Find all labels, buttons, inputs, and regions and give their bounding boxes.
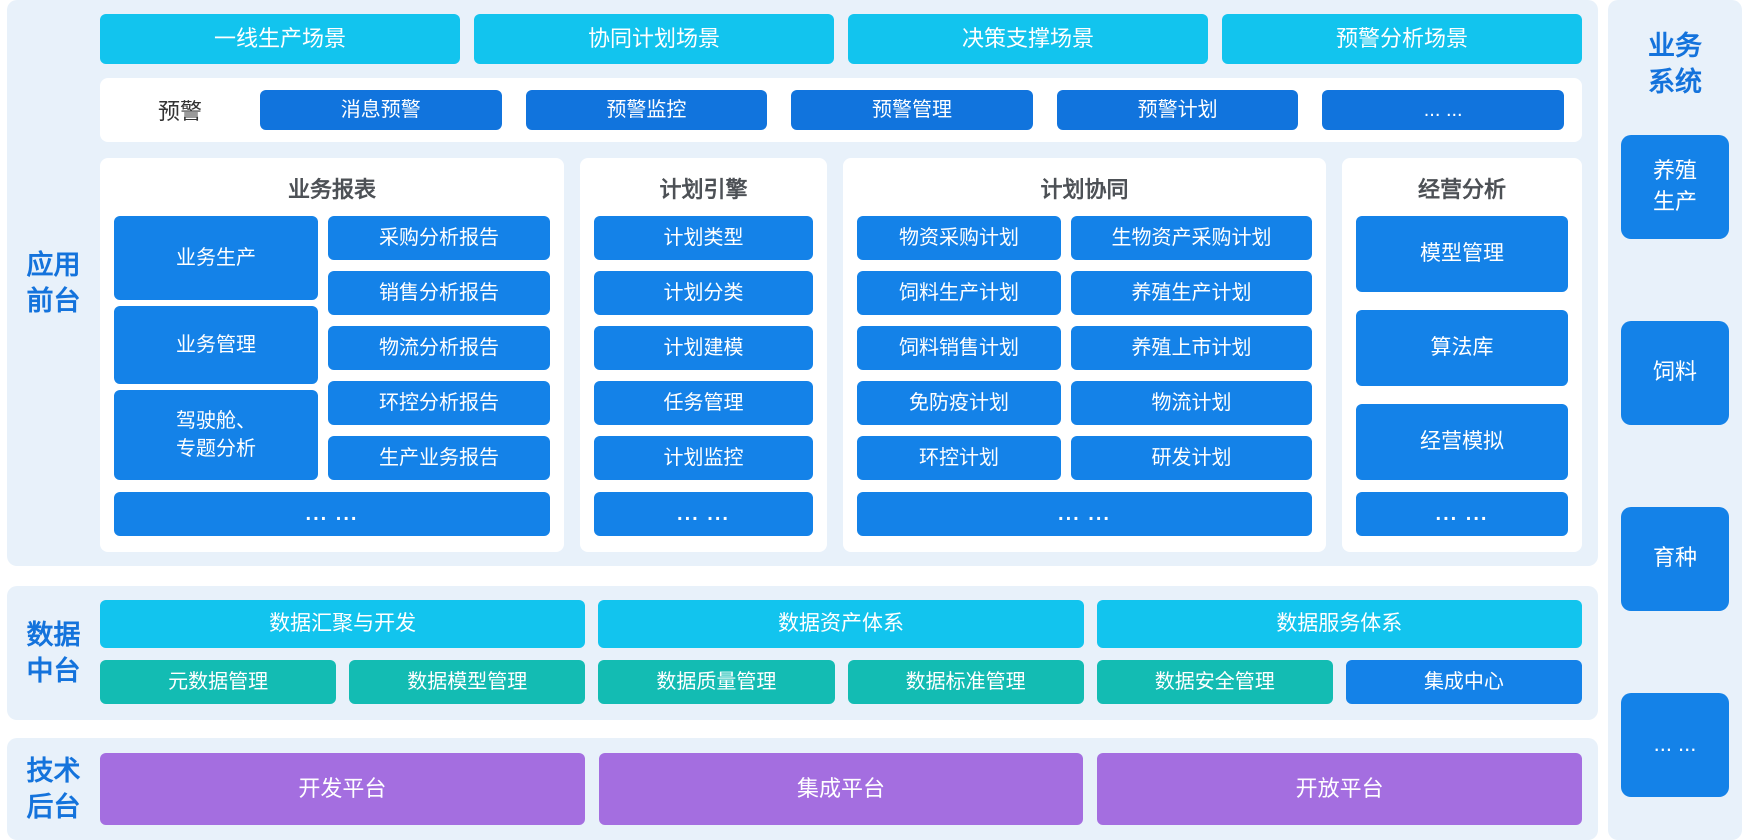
collab-plan-button[interactable]: 饲料销售计划 [857,326,1061,370]
report-module-button[interactable]: 驾驶舱、 专题分析 [114,390,318,480]
panel-business-analysis: 经营分析 模型管理算法库经营模拟 ... ... [1342,158,1582,552]
data-system-button[interactable]: 数据服务体系 [1096,600,1582,648]
warning-item-button[interactable]: ... ... [1322,90,1564,130]
data-governance-button[interactable]: 数据标准管理 [847,660,1084,704]
collab-plan-button[interactable]: 饲料生产计划 [857,271,1061,315]
engine-item-button[interactable]: 任务管理 [594,381,813,425]
panel-plan-engine: 计划引擎 计划类型计划分类计划建模任务管理计划监控 ... ... [580,158,827,552]
business-system-button[interactable]: 育种 [1621,506,1729,611]
tech-platform-button[interactable]: 开发平台 [100,753,585,825]
collab-plan-button[interactable]: 物流计划 [1071,381,1312,425]
data-governance-button[interactable]: 数据安全管理 [1096,660,1333,704]
report-module-button[interactable]: 业务管理 [114,306,318,384]
data-system-button[interactable]: 数据汇聚与开发 [100,600,586,648]
panel-title: 计划引擎 [659,177,748,202]
warning-item-button[interactable]: 预警管理 [791,90,1033,130]
data-platform-label-text: 数据中台 [26,619,81,686]
panel-title: 计划协同 [1040,177,1129,202]
warning-panel: 预警 消息预警预警监控预警管理预警计划 ... ... [100,78,1582,142]
scenario-row: 一线生产场景协同计划场景决策支撑场景预警分析场景 [100,14,1582,64]
collab-columns: 物资采购计划饲料生产计划饲料销售计划免防疫计划环控计划 生物资产采购计划养殖生产… [857,216,1312,480]
tech-backend-band-label: 技术后台 [7,738,100,840]
business-systems-label: 业务系统 [1648,31,1702,98]
warning-label: 预警 [157,99,202,124]
panel-business-reports: 业务报表 业务生产业务管理驾驶舱、 专题分析 采购分析报告销售分析报告物流分析报… [100,158,564,552]
scenario-button[interactable]: 决策支撑场景 [848,14,1208,64]
scenario-button[interactable]: 协同计划场景 [474,14,834,64]
section-tech-backend: 技术后台 开发平台集成平台开放平台 [7,738,1598,840]
panel-title: 经营分析 [1417,177,1506,202]
scenario-button[interactable]: 预警分析场景 [1222,14,1582,64]
collab-plan-button[interactable]: 生物资产采购计划 [1071,216,1312,260]
collab-left-column: 物资采购计划饲料生产计划饲料销售计划免防疫计划环控计划 [857,216,1061,480]
report-item-button[interactable]: 环控分析报告 [328,381,550,425]
business-system-button[interactable]: ... ... [1621,692,1729,797]
data-governance-button[interactable]: 数据模型管理 [349,660,586,704]
data-governance-row: 元数据管理数据模型管理数据质量管理数据标准管理数据安全管理集成中心 [100,660,1583,704]
tech-backend-content: 开发平台集成平台开放平台 [100,738,1598,840]
sidebar-business-systems: 业务系统 养殖 生产饲料育种 ... ... [1608,0,1742,840]
data-systems-row: 数据汇聚与开发数据资产体系数据服务体系 [100,600,1582,648]
integration-center-button[interactable]: 集成中心 [1345,660,1583,704]
engine-items: 计划类型计划分类计划建模任务管理计划监控 [594,216,813,480]
tech-platform-button[interactable]: 开放平台 [1097,753,1583,825]
data-governance-button[interactable]: 数据质量管理 [598,660,835,704]
analysis-items: 模型管理算法库经营模拟 [1356,216,1568,480]
collab-plan-button[interactable]: 研发计划 [1071,436,1312,480]
app-front-content: 一线生产场景协同计划场景决策支撑场景预警分析场景 预警 消息预警预警监控预警管理… [100,0,1598,566]
data-platform-band-label: 数据中台 [7,586,100,720]
report-item-button[interactable]: 销售分析报告 [328,271,550,315]
data-governance-button[interactable]: 元数据管理 [100,660,337,704]
engine-item-button[interactable]: 计划类型 [594,216,813,260]
main-column: 应用前台 一线生产场景协同计划场景决策支撑场景预警分析场景 预警 消息预警预警监… [7,0,1598,840]
engine-item-button[interactable]: 计划监控 [594,436,813,480]
report-item-button[interactable]: 采购分析报告 [328,216,550,260]
app-front-label-text: 应用前台 [26,249,81,316]
scenario-button[interactable]: 一线生产场景 [100,14,460,64]
reports-right-column: 采购分析报告销售分析报告物流分析报告环控分析报告生产业务报告 [328,216,550,480]
panel-plan-collaboration: 计划协同 物资采购计划饲料生产计划饲料销售计划免防疫计划环控计划 生物资产采购计… [843,158,1326,552]
tech-platforms-row: 开发平台集成平台开放平台 [100,753,1583,825]
panels-row: 业务报表 业务生产业务管理驾驶舱、 专题分析 采购分析报告销售分析报告物流分析报… [100,158,1582,552]
analysis-more-button[interactable]: ... ... [1356,492,1568,536]
warning-item-button[interactable]: 预警监控 [525,90,768,130]
reports-left-column: 业务生产业务管理驾驶舱、 专题分析 [114,216,318,480]
analysis-item-button[interactable]: 算法库 [1356,310,1568,386]
collab-plan-button[interactable]: 养殖上市计划 [1071,326,1312,370]
warning-item-button[interactable]: 预警计划 [1056,90,1299,130]
collab-plan-button[interactable]: 养殖生产计划 [1071,271,1312,315]
collab-more-button[interactable]: ... ... [857,492,1312,536]
data-system-button[interactable]: 数据资产体系 [598,600,1084,648]
business-system-button[interactable]: 养殖 生产 [1621,134,1729,239]
engine-more-button[interactable]: ... ... [594,492,813,536]
tech-backend-label-text: 技术后台 [26,755,81,822]
collab-right-column: 生物资产采购计划养殖生产计划养殖上市计划物流计划研发计划 [1071,216,1312,480]
collab-plan-button[interactable]: 免防疫计划 [857,381,1061,425]
warning-item-button[interactable]: 消息预警 [260,90,502,130]
engine-item-button[interactable]: 计划分类 [594,271,813,315]
warning-items: 消息预警预警监控预警管理预警计划 ... ... [260,90,1564,130]
report-item-button[interactable]: 物流分析报告 [328,326,550,370]
report-item-button[interactable]: 生产业务报告 [328,436,550,480]
section-data-platform: 数据中台 数据汇聚与开发数据资产体系数据服务体系 元数据管理数据模型管理数据质量… [7,586,1598,720]
analysis-item-button[interactable]: 经营模拟 [1356,404,1568,480]
app-front-band-label: 应用前台 [7,0,100,566]
engine-item-button[interactable]: 计划建模 [594,326,813,370]
section-app-front: 应用前台 一线生产场景协同计划场景决策支撑场景预警分析场景 预警 消息预警预警监… [7,0,1598,566]
collab-plan-button[interactable]: 环控计划 [857,436,1061,480]
business-system-button[interactable]: 饲料 [1621,320,1729,425]
panel-title: 业务报表 [287,177,376,202]
analysis-item-button[interactable]: 模型管理 [1356,216,1568,292]
report-module-button[interactable]: 业务生产 [114,216,318,300]
reports-more-button[interactable]: ... ... [114,492,550,536]
reports-columns: 业务生产业务管理驾驶舱、 专题分析 采购分析报告销售分析报告物流分析报告环控分析… [114,216,550,480]
collab-plan-button[interactable]: 物资采购计划 [857,216,1061,260]
data-platform-content: 数据汇聚与开发数据资产体系数据服务体系 元数据管理数据模型管理数据质量管理数据标… [100,586,1598,720]
tech-platform-button[interactable]: 集成平台 [598,753,1084,825]
